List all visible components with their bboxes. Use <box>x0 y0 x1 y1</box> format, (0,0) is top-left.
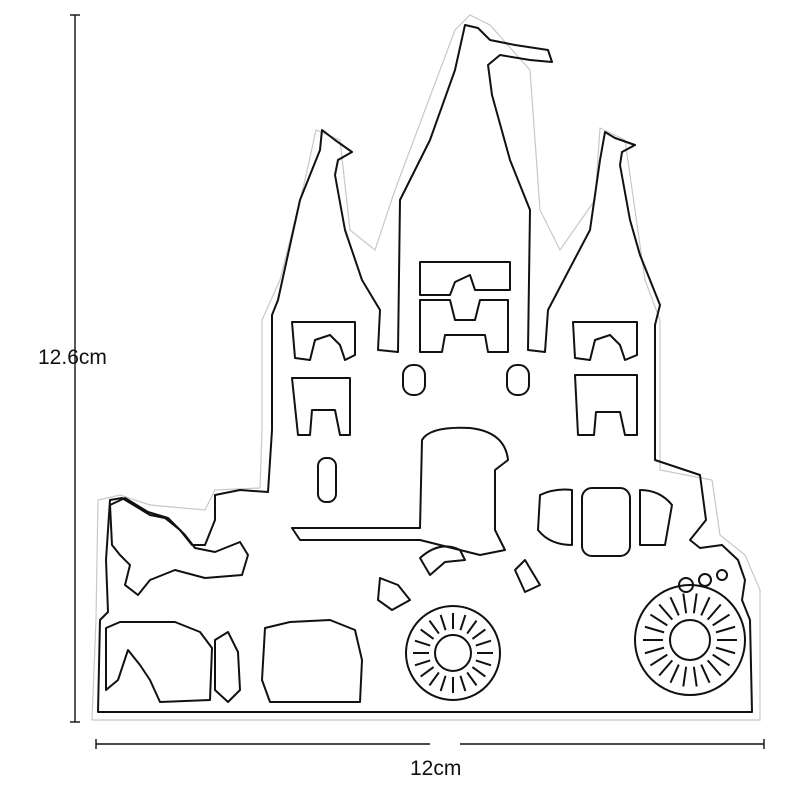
height-dimension-line <box>70 14 80 723</box>
right-wheel-spokes <box>643 593 737 687</box>
wheel-spoke <box>682 666 688 687</box>
wheel-spoke <box>692 593 698 614</box>
wheel-spoke <box>715 625 736 634</box>
wheel-spoke <box>475 659 492 667</box>
wheel-spoke <box>428 620 440 635</box>
wheel-spoke <box>700 664 711 684</box>
wheel-spoke <box>706 659 722 677</box>
wheel-spoke <box>700 596 711 616</box>
wheel-spoke <box>428 671 440 686</box>
wheel-spoke <box>439 614 447 631</box>
wheel-spoke <box>471 666 486 678</box>
wheel-spoke <box>466 671 478 686</box>
wheel-spoke <box>459 614 467 631</box>
wheel-spoke <box>414 639 431 647</box>
wheel-spoke <box>658 659 674 677</box>
wheel-spoke <box>669 596 680 616</box>
wheel-spoke <box>644 625 665 634</box>
wheel-spoke <box>649 653 668 667</box>
wheel-spoke <box>471 628 486 640</box>
outer-die-shadow <box>91 14 761 721</box>
wheel-spoke <box>420 666 435 678</box>
wheel-spoke <box>475 639 492 647</box>
wheel-spoke <box>706 603 722 621</box>
wheel-spoke <box>414 659 431 667</box>
wheel-spoke <box>420 628 435 640</box>
wheel-spoke <box>658 603 674 621</box>
left-wheel-spokes <box>413 613 493 693</box>
width-dimension-label: 12cm <box>410 757 462 780</box>
castle-outline <box>97 24 753 713</box>
wheel-spoke <box>644 646 665 655</box>
wheel-spoke <box>459 675 467 692</box>
wheel-spoke <box>669 664 680 684</box>
wheel-spoke <box>712 653 731 667</box>
wheel-spoke <box>715 646 736 655</box>
wheel-spoke <box>439 675 447 692</box>
wheel-spoke <box>682 593 688 614</box>
wheel-spoke <box>466 620 478 635</box>
wheel-spoke <box>712 613 731 627</box>
wheel-spoke <box>692 666 698 687</box>
wheel-spoke <box>649 613 668 627</box>
height-dimension-label: 12.6cm <box>38 346 107 369</box>
width-dimension-line <box>95 739 765 749</box>
